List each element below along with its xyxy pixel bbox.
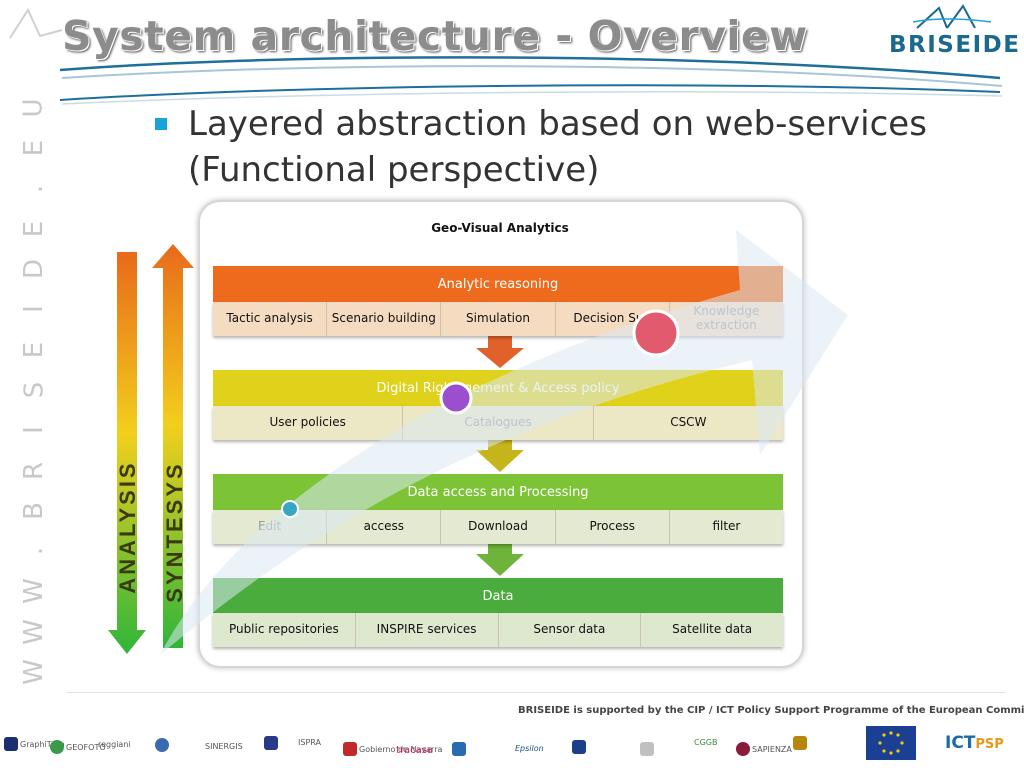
url-letter: E [19,341,49,358]
layer-data-access: Data access and Processing [213,474,783,510]
item-filter: filter [712,519,741,534]
footer-support-text: BRISEIDE is supported by the CIP / ICT P… [518,705,1024,716]
logo-ispra: ISPRA [298,738,321,747]
bullet-line-2: (Functional perspective) [188,150,600,190]
analysis-label: ANALYSIS [115,460,140,593]
layer-analytic-reasoning-items: Tactic analysis Scenario building Simula… [213,302,783,336]
logo-crest [793,736,807,750]
url-letter: D [19,259,49,280]
header-swoosh [9,7,1003,105]
layer-connectors [476,336,524,576]
url-letter: . [18,184,49,193]
item-user-policies: User policies [213,406,404,440]
url-letter: U [19,98,49,118]
analysis-arrow [108,252,146,654]
item-scenario-building: Scenario building [327,302,442,336]
url-letter: W [19,578,49,605]
item-catalogues: Catalogues [403,406,594,440]
layer-data-items: Public repositories INSPIRE services Sen… [213,613,783,647]
item-simulation: Simulation [441,302,556,336]
url-letter: E [19,140,49,157]
url-letter: I [18,426,49,435]
url-letter: E [19,220,49,238]
item-inspire-services: INSPIRE services [356,613,499,647]
item-edit: Edit [213,510,328,544]
item-knowledge-extraction: Knowledge extraction [693,304,760,332]
item-download: Download [441,510,556,544]
logo-reggiani: reggiani [98,740,131,749]
logo-navarra: Gobierno de Navarra [343,742,442,756]
logo-epsilon: Epsilon [515,744,544,753]
layer-data-access-items: Edit access Download Process filter [213,510,783,544]
item-sensor-data: Sensor data [499,613,642,647]
layer-analytic-reasoning: Analytic reasoning [213,266,783,302]
bullet-line-1: Layered abstraction based on web-service… [188,104,927,144]
item-satellite-data: Satellite data [672,622,753,637]
logo-shield-blue [264,736,278,750]
item-public-repositories: Public repositories [213,613,356,647]
brand-text: BRISEIDE [889,32,1021,58]
logo-sinergis: SINERGIS [205,742,243,751]
briseide-logo: BRISEIDE [885,2,1019,64]
bullet-marker [155,118,167,130]
url-letter: B [19,501,49,520]
syntesys-label: SYNTESYS [162,461,187,602]
diagram-title: Geo-Visual Analytics [431,221,569,235]
logo-sapienza: SAPIENZA [736,742,792,756]
analysis-syntesys-arrows: ANALYSIS SYNTESYS [108,244,194,654]
logo-wave [640,742,654,756]
footer-divider [66,692,1006,693]
logo-geofoto: GEOFOTO [50,740,106,754]
url-letter: W [19,618,49,645]
item-decision-support: Decision Sup [556,302,670,336]
url-letter: R [18,461,49,480]
eu-flag [866,726,916,760]
page-title: System architecture - Overview [62,12,808,60]
logo-globe [155,738,169,752]
layer-digital-rights: Digital Righ agement & Access policy [213,370,783,406]
eu-stars-icon [878,731,904,755]
url-letter: W [19,659,49,685]
logo-cgb: CGGB [694,738,718,747]
bridge-icon [913,4,992,29]
layer-data: Data [213,578,783,614]
logo-university [572,740,586,754]
layer-digital-rights-items: User policies Catalogues CSCW [213,406,783,440]
item-process: Process [556,510,670,544]
url-letter: S [18,381,49,399]
logo-52 [452,742,466,756]
item-access: access [327,510,442,544]
item-cscw: CSCW [670,415,707,430]
item-tactic-analysis: Tactic analysis [213,302,328,336]
url-letter: I [18,305,49,314]
ict-psp-logo: ICTPSP [945,733,1004,753]
logo-tracasa: tracasa [396,745,434,756]
url-letter: . [18,546,49,556]
logo-graphitech: GraphiTech [4,737,65,751]
